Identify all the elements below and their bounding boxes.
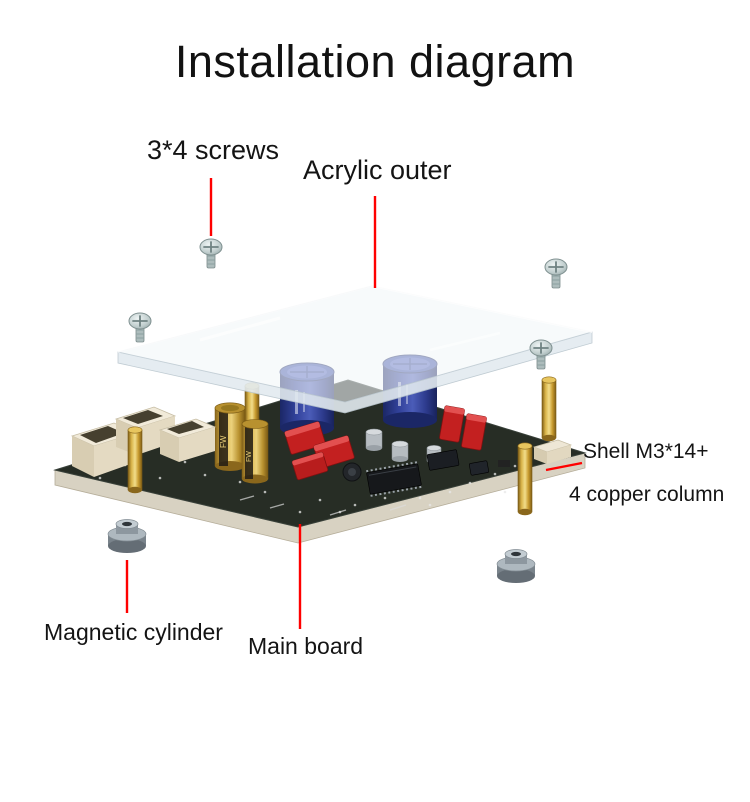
label-main-board: Main board: [248, 633, 364, 659]
smd-part: [498, 460, 510, 467]
copper-column: [127, 426, 143, 494]
gold-capacitor-marking: FW: [246, 451, 253, 462]
red-film-capacitor: [439, 405, 465, 443]
screw-icon: [199, 238, 223, 269]
magnetic-cylinder-icon: [107, 519, 147, 554]
label-magnetic-cylinder: Magnetic cylinder: [44, 619, 223, 645]
label-screws: 3*4 screws: [147, 135, 280, 165]
wire-connector: [158, 418, 217, 462]
copper-column: [517, 442, 533, 516]
label-shell-copper-column-line1: Shell M3*14+: [583, 440, 709, 463]
ic-chip: [426, 449, 460, 471]
red-film-capacitor: [461, 413, 487, 451]
label-shell-copper-column-line2: 4 copper column: [569, 483, 725, 506]
magnetic-cylinder-icon: [496, 549, 536, 584]
screw-icon: [128, 312, 152, 343]
ic-chip: [469, 460, 489, 476]
gold-capacitor: FW: [241, 419, 269, 484]
small-capacitor: [391, 440, 409, 462]
page-title: Installation diagram: [174, 36, 576, 87]
gold-capacitor-marking: FW: [219, 435, 228, 448]
label-acrylic-outer: Acrylic outer: [303, 155, 452, 185]
wire-connector: [532, 439, 573, 464]
acrylic-panel: [117, 285, 593, 414]
copper-column: [541, 376, 557, 442]
inductor: [342, 462, 362, 482]
ic-chip: [366, 461, 422, 497]
gold-capacitor: FW: [214, 402, 246, 471]
red-film-capacitor: [291, 451, 329, 481]
leader-line-copper-column: [545, 461, 583, 472]
small-capacitor: [365, 428, 383, 451]
screw-icon: [544, 258, 568, 289]
